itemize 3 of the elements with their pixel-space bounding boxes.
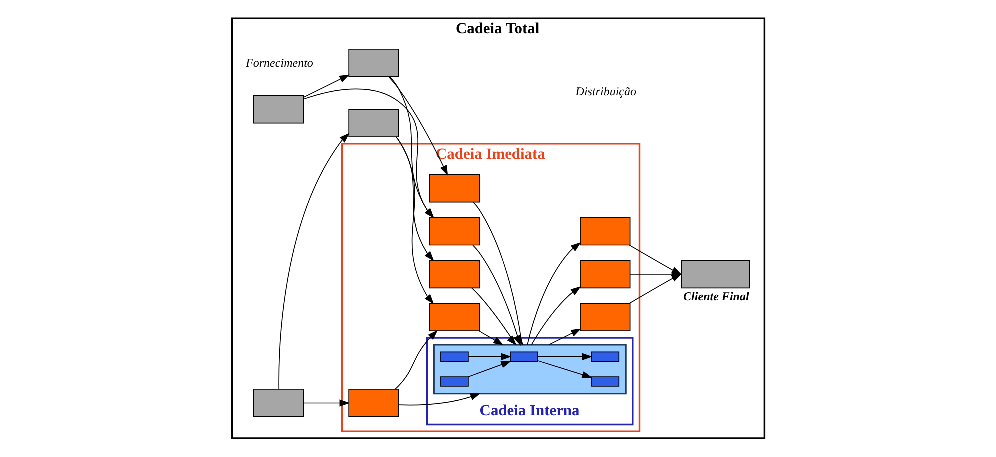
label: Distribuição [575, 84, 636, 99]
label: Fornecimento [246, 56, 313, 70]
node-label: Cliente Final [683, 289, 749, 304]
